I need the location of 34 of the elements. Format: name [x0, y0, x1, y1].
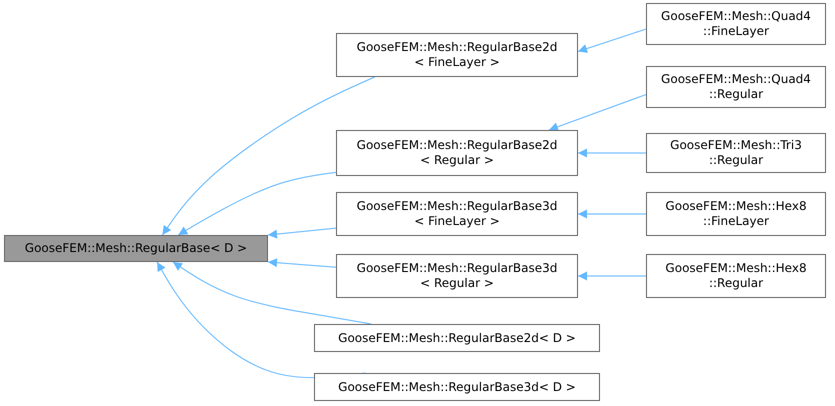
class-name: GooseFEM::Mesh::Tri3 ::Regular — [669, 138, 803, 168]
inheritance-arrow — [268, 258, 336, 268]
class-name: GooseFEM::Mesh::RegularBase2d< D > — [338, 330, 576, 346]
class-box — [336, 130, 578, 176]
inheritance-arrow — [178, 172, 336, 236]
class-box — [336, 192, 578, 236]
class-box — [314, 324, 600, 352]
class-name: GooseFEM::Mesh::Quad4 ::FineLayer — [660, 9, 812, 39]
class-name: GooseFEM::Mesh::RegularBase3d < Regular > — [356, 261, 558, 291]
class-name: GooseFEM::Mesh::RegularBase3d< D > — [338, 380, 576, 394]
inheritance-arrow — [162, 76, 376, 236]
class-box — [4, 235, 268, 262]
class-box — [646, 66, 826, 108]
class-name: GooseFEM::Mesh::RegularBase2d < Regular > — [356, 138, 558, 168]
inheritance-arrow — [172, 262, 372, 324]
class-name: GooseFEM::Mesh::Hex8 ::Regular — [664, 261, 808, 291]
inheritance-arrow — [548, 94, 646, 132]
class-box — [314, 373, 600, 401]
class-name: GooseFEM::Mesh::Quad4 ::Regular — [660, 72, 812, 102]
class-name: GooseFEM::Mesh::Hex8 ::FineLayer — [664, 199, 808, 229]
inheritance-arrow — [578, 210, 646, 218]
inheritance-arrow — [578, 272, 646, 280]
inheritance-arrow — [578, 148, 646, 158]
class-name: GooseFEM::Mesh::RegularBase2d < FineLayer > — [356, 40, 558, 70]
class-box — [336, 254, 578, 298]
class-name: GooseFEM::Mesh::RegularBase< D > — [24, 241, 248, 256]
class-box — [646, 254, 826, 298]
inheritance-arrow — [578, 28, 646, 53]
class-box — [646, 3, 826, 45]
class-name: GooseFEM::Mesh::RegularBase3d < FineLayer > — [356, 199, 558, 229]
class-box — [646, 133, 826, 173]
class-box — [336, 33, 578, 77]
inheritance-arrow — [268, 228, 336, 239]
class-box — [646, 192, 826, 236]
